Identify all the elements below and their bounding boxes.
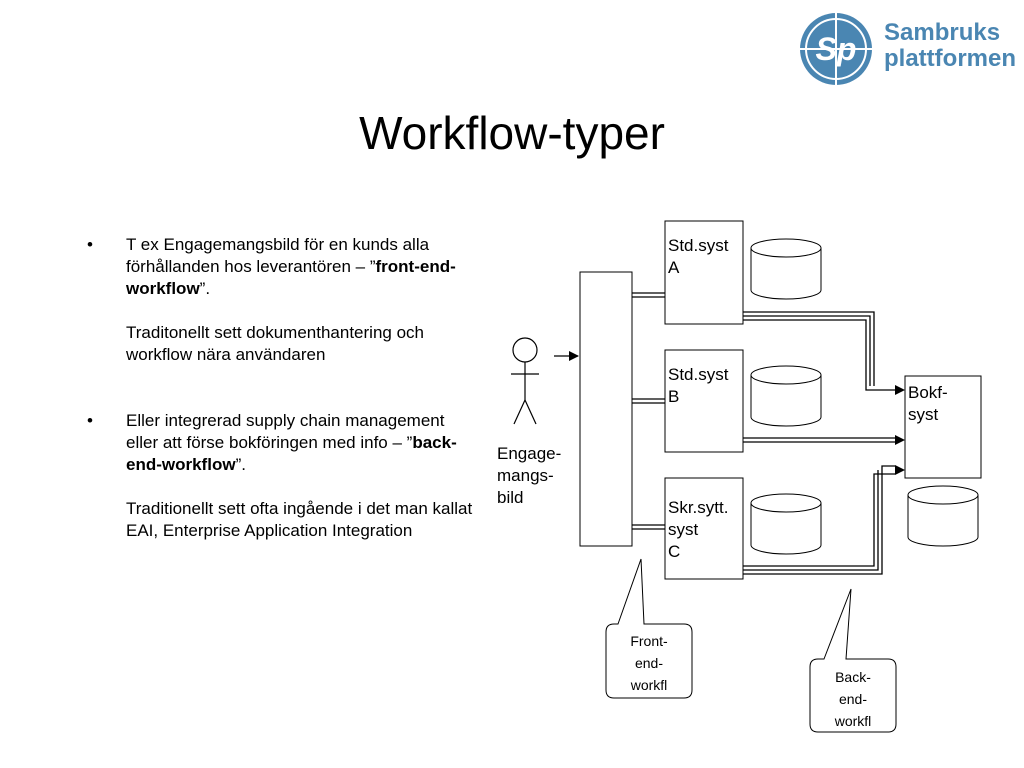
sp-logo-icon: Sp [800,13,872,85]
bokf-label: Bokf- [908,383,948,402]
system-c-label: C [668,542,680,561]
database-icon [907,485,979,547]
system-a-label: A [668,258,680,277]
logo-line2: plattformen [884,45,1016,72]
back-end-callout: Back- end- workfl [809,588,897,733]
bullet-marker: • [87,235,93,254]
logo-text: Sambruks plattformen [884,20,1016,72]
bullet-subtext: Traditonellt sett dokumenthantering och … [126,323,424,364]
callout-label: workfl [834,713,872,729]
system-b-box [664,349,744,453]
bullet-text-a: Eller integrerad supply chain management… [126,411,445,452]
system-c-label: Skr.sytt. [668,498,728,517]
bullet-item: • T ex Engagemangsbild för en kunds alla… [80,234,480,366]
person-label: mangs- [497,466,554,485]
system-a-box [664,220,744,325]
bullet-text-b: ”. [235,455,246,474]
slide-title: Workflow-typer [359,107,665,159]
bullet-list: • T ex Engagemangsbild för en kunds alla… [80,234,480,542]
bullet-bold: front-end-workflow [126,257,456,298]
person-label: bild [497,488,523,507]
bullet-subtext: Traditionellt sett ofta ingående i det m… [126,499,473,540]
database-icon [750,365,822,427]
bullet-text: Eller integrerad supply chain management… [126,410,480,476]
bullet-item: • Eller integrerad supply chain manageme… [80,410,480,542]
callout-label: Back- [835,669,871,685]
system-b-label: B [668,387,679,406]
person-label: Engage- [497,444,561,463]
svg-text:Sp: Sp [816,31,857,67]
front-end-connector [632,292,665,530]
person-icon [511,337,539,425]
bullet-text-b: ”. [199,279,211,298]
system-a-label: Std.syst [668,236,729,255]
back-end-connector [743,311,895,575]
engagement-box [579,271,633,547]
database-icon [750,238,822,300]
bullet-bold: back-end-workflow [126,433,457,474]
bullet-text-a: T ex Engagemangsbild för en kunds alla f… [126,235,430,276]
system-b-label: Std.syst [668,365,729,384]
bullet-text: T ex Engagemangsbild för en kunds alla f… [126,234,480,300]
bullet-marker: • [87,411,93,430]
callout-label: Front- [630,633,668,649]
system-c-label: syst [668,520,699,539]
callout-label: workfl [630,677,668,693]
bokf-label: syst [908,405,939,424]
logo-line1: Sambruks [884,19,1001,46]
callout-label: end- [839,691,867,707]
bokf-box [904,375,982,479]
system-c-box [664,477,744,580]
arrow-head [895,385,905,475]
database-icon [750,493,822,555]
front-end-callout: Front- end- workfl [605,558,693,699]
sambruks-logo: Sp [798,10,1018,88]
callout-label: end- [635,655,663,671]
